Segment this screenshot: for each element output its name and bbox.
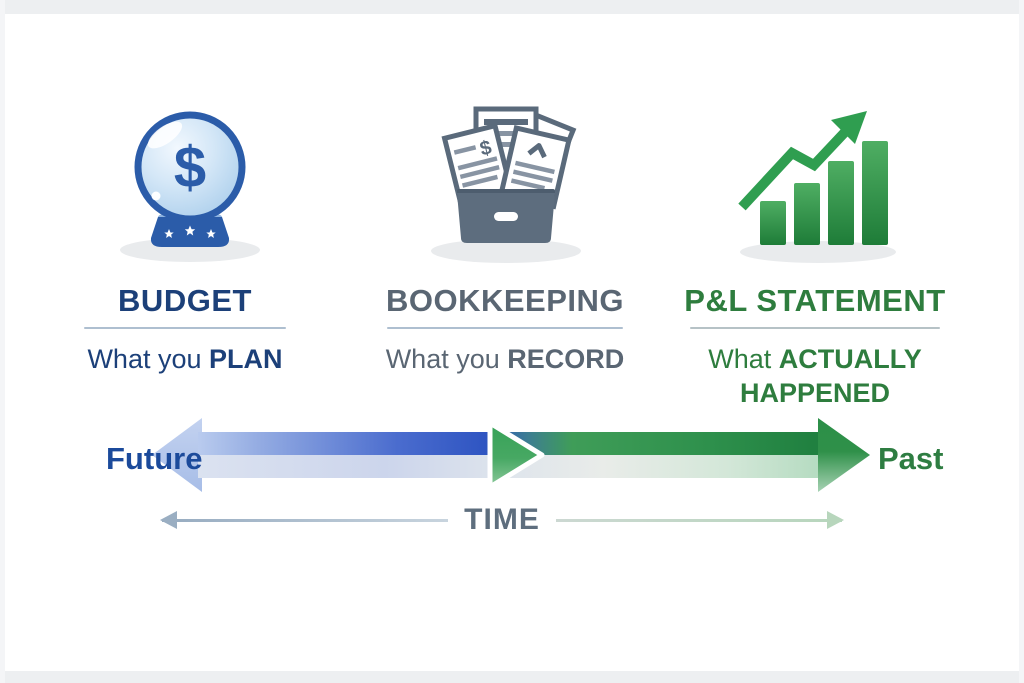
- frame-strip-left: [0, 0, 5, 683]
- subtitle-prefix: What: [708, 344, 772, 374]
- column-bookkeeping: $ BOOKKEEPING What you RECORD: [375, 103, 635, 376]
- subtitle-prefix: What you: [87, 344, 202, 374]
- column-pl-statement: P&L STATEMENT What ACTUALLY HAPPENED: [675, 103, 955, 410]
- time-axis-line-left: [159, 510, 449, 529]
- column-title: BUDGET: [118, 283, 252, 318]
- column-subtitle: What ACTUALLY HAPPENED: [675, 342, 955, 410]
- column-title: BOOKKEEPING: [385, 283, 625, 318]
- bars-group: [760, 141, 888, 245]
- icon-shadow: [431, 239, 581, 263]
- arrowhead-right: [818, 418, 870, 492]
- timeline-gradient-arrow: [152, 418, 870, 492]
- frame-strip-right: [1019, 0, 1024, 683]
- glass-highlight: [147, 121, 183, 149]
- frame-strip-top: [0, 0, 1024, 14]
- file-drawer-documents-icon: $: [431, 106, 581, 263]
- time-axis: TIME: [159, 503, 845, 537]
- base-stars: [164, 225, 216, 239]
- arrowhead-left: [152, 418, 202, 492]
- doc-dollar-glyph: $: [478, 137, 494, 161]
- drawer-handle: [494, 212, 518, 221]
- title-divider: [84, 327, 286, 329]
- column-subtitle: What you PLAN: [60, 342, 310, 376]
- subtitle-emphasis: RECORD: [507, 344, 625, 374]
- title-divider: [690, 327, 940, 329]
- crystal-ball-dollar-icon: $: [120, 111, 260, 262]
- title-divider: [387, 327, 623, 329]
- future-label: Future: [106, 441, 203, 476]
- subtitle-emphasis: PLAN: [209, 344, 283, 374]
- drawer-box: [457, 189, 555, 243]
- column-title: P&L STATEMENT: [684, 283, 946, 318]
- subtitle-prefix: What you: [385, 344, 500, 374]
- column-budget: $ BUDGET What you PLAN: [60, 103, 310, 376]
- glass-sparkle: [151, 191, 161, 201]
- time-axis-line-right: [555, 510, 845, 529]
- trend-arrow: [738, 111, 867, 211]
- past-label: Past: [878, 441, 944, 476]
- growth-bar-chart-icon: [738, 111, 896, 263]
- icon-shadow: [740, 241, 896, 263]
- frame-strip-bottom: [0, 671, 1024, 683]
- arrowhead-middle: [487, 420, 545, 490]
- time-label: TIME: [464, 503, 540, 536]
- column-subtitle: What you RECORD: [375, 342, 635, 376]
- subtitle-emphasis: ACTUALLY HAPPENED: [739, 344, 922, 408]
- dollar-glyph: $: [174, 135, 206, 200]
